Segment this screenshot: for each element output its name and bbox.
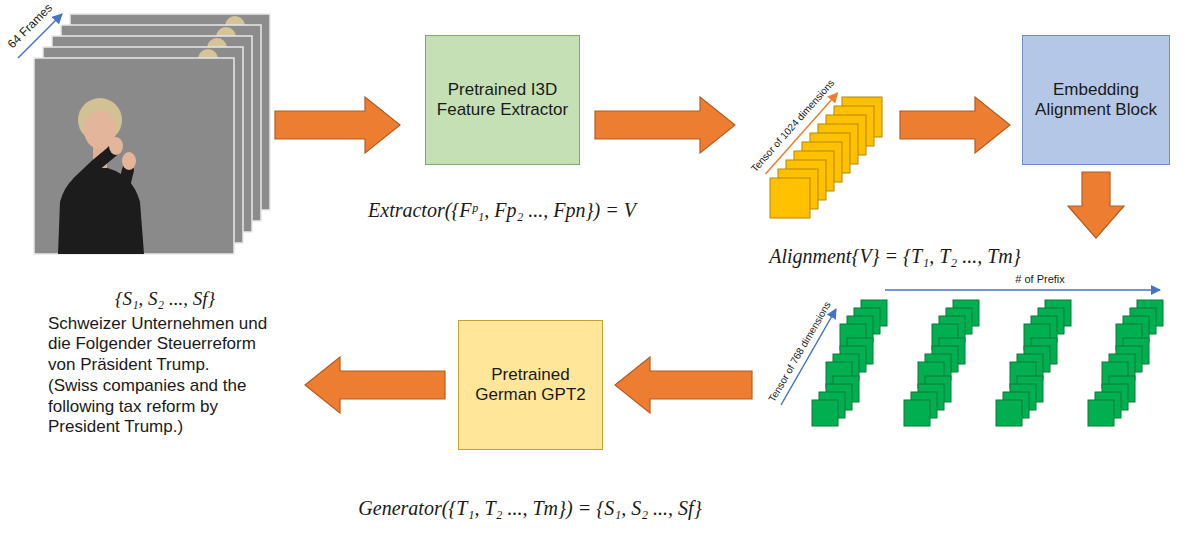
frame bbox=[34, 58, 234, 254]
body bbox=[58, 166, 144, 254]
alignment-box: Embedding Alignment Block bbox=[1022, 35, 1170, 165]
tensor-square bbox=[770, 178, 810, 218]
axis-label: Tensor of 768 dimensions bbox=[766, 300, 833, 405]
block-arrow bbox=[305, 357, 445, 413]
generator-box: Pretrained German GPT2 bbox=[458, 320, 603, 450]
formula: Extractor({Fᵖ₁, Fp₂ ..., Fpn}) = V bbox=[368, 198, 636, 222]
axis-label: 64 Frames bbox=[5, 1, 56, 52]
formula: Generator({T₁, T₂ ..., Tm}) = {S₁, S₂ ..… bbox=[358, 496, 701, 520]
tensor-grid bbox=[812, 300, 1163, 426]
hand bbox=[122, 152, 136, 170]
extractor-box: Pretrained I3D Feature Extractor bbox=[425, 35, 580, 165]
block-arrow bbox=[275, 97, 400, 153]
direction-arrow bbox=[885, 289, 1160, 291]
tensor-square bbox=[1088, 400, 1114, 426]
formula: Alignment{V} = {T₁, T₂ ..., Tm} bbox=[769, 244, 1021, 268]
block-arrow bbox=[615, 357, 752, 413]
flow-arrows bbox=[275, 97, 1124, 413]
arm bbox=[78, 150, 114, 182]
video-frames bbox=[34, 14, 270, 254]
arm bbox=[124, 170, 128, 186]
axis-label: # of Prefix bbox=[1015, 273, 1065, 286]
formula: {S₁, S₂ ..., Sf} bbox=[115, 288, 215, 311]
box-label: Pretrained German GPT2 bbox=[467, 365, 594, 406]
signer bbox=[58, 98, 144, 254]
box-label: Embedding Alignment Block bbox=[1031, 80, 1161, 121]
output-text: Schweizer Unternehmen und die Folgender … bbox=[48, 314, 280, 375]
output-text: (Swiss companies and the following tax r… bbox=[48, 376, 280, 437]
axis-label: Tensor of 1024 dimensions bbox=[749, 77, 837, 174]
tensor-square bbox=[812, 400, 838, 426]
box-label: Pretrained I3D Feature Extractor bbox=[434, 80, 571, 121]
block-arrow bbox=[1068, 172, 1124, 238]
tensor-square bbox=[996, 400, 1022, 426]
block-arrow bbox=[595, 97, 735, 153]
tensor-stack bbox=[770, 97, 882, 218]
block-arrow bbox=[900, 97, 1010, 153]
hand bbox=[109, 137, 123, 155]
tensor-square bbox=[904, 400, 930, 426]
